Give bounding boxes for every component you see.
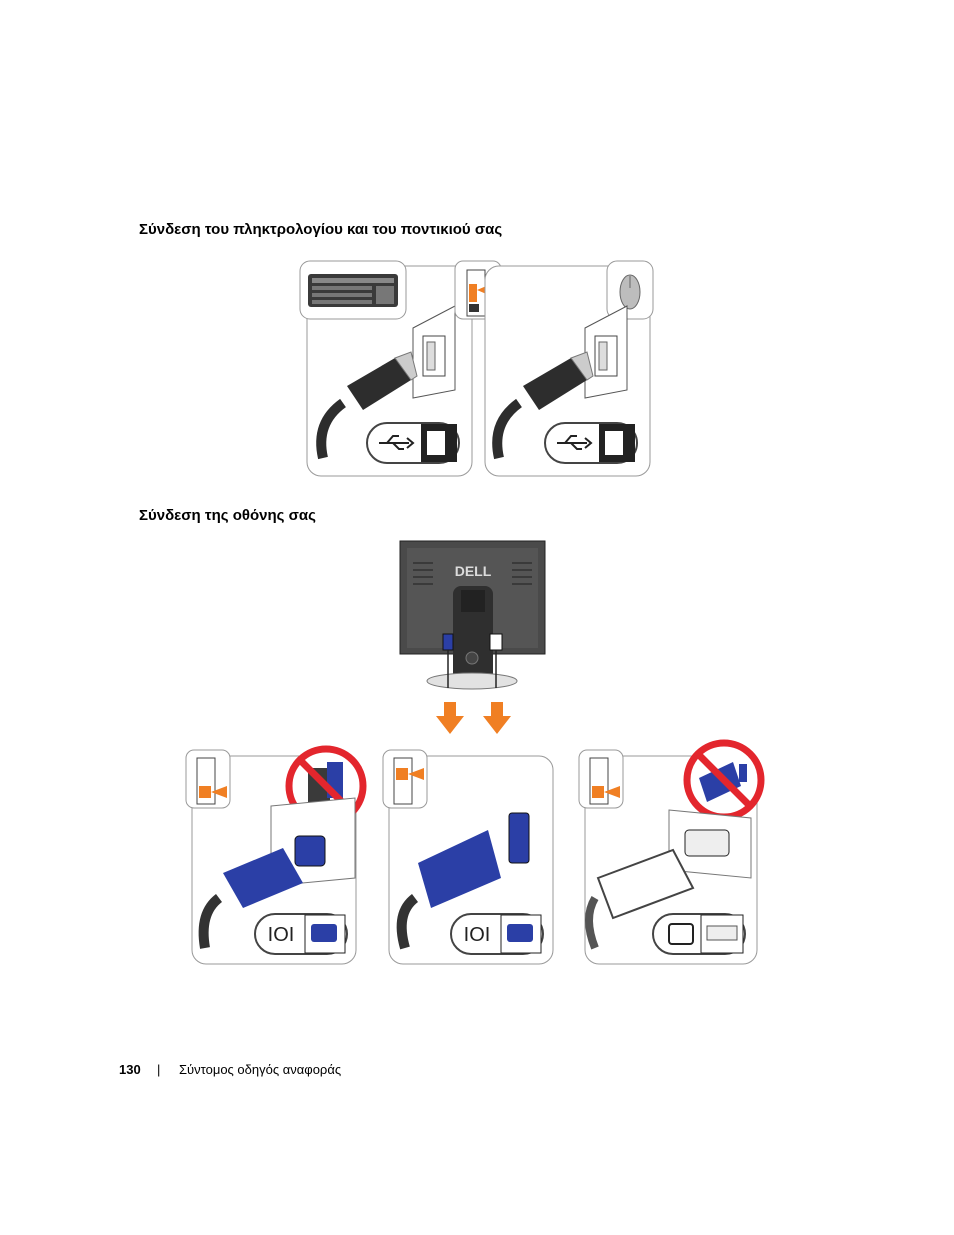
prohibited-icon xyxy=(683,739,765,821)
vga-connection-panel: IOI xyxy=(382,749,554,965)
keyboard-icon xyxy=(299,260,407,320)
monitor-back-figure: DELL xyxy=(399,540,546,734)
vga-to-dvi-adapter-panel: IOI xyxy=(185,745,367,965)
monitor-brand-logo: DELL xyxy=(455,563,492,579)
dvi-connection-panel xyxy=(578,739,765,965)
section-heading-monitor: Σύνδεση της οθόνης σας xyxy=(139,507,316,524)
footer-separator: | xyxy=(157,1062,161,1077)
mouse-icon xyxy=(606,260,654,320)
page-number: 130 xyxy=(119,1062,141,1077)
down-arrow-icon xyxy=(483,702,511,734)
svg-text:IOI: IOI xyxy=(464,924,491,946)
down-arrow-icon xyxy=(436,702,464,734)
section-heading-keyboard-mouse: Σύνδεση του πληκτρολογίου και του ποντικ… xyxy=(139,221,503,238)
monitor-connection-options-figure: IOI IOI xyxy=(185,739,765,965)
footer-doc-title: Σύντομος οδηγός αναφοράς xyxy=(179,1062,342,1077)
keyboard-mouse-connection-figure xyxy=(299,260,654,477)
svg-text:IOI: IOI xyxy=(268,924,295,946)
